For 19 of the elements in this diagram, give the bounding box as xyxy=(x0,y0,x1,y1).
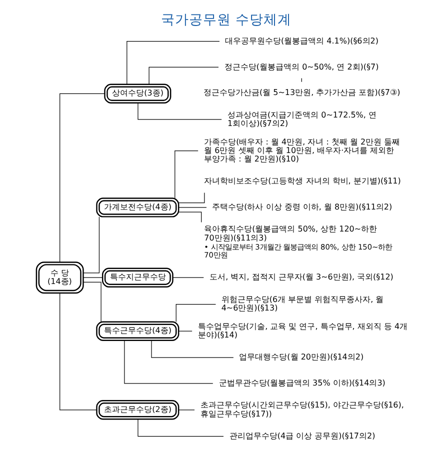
connector xyxy=(82,282,101,322)
connector xyxy=(174,150,198,198)
connector xyxy=(178,212,202,223)
connector xyxy=(59,93,104,262)
connector xyxy=(82,277,102,278)
connector xyxy=(175,304,216,322)
connector xyxy=(59,292,97,410)
connector xyxy=(82,216,100,274)
connector xyxy=(178,207,206,208)
connector xyxy=(150,340,234,358)
connector xyxy=(137,102,222,120)
connector xyxy=(124,340,213,384)
connector xyxy=(178,192,204,204)
connector xyxy=(178,330,192,332)
connector xyxy=(126,41,220,85)
connector xyxy=(148,66,218,85)
connector xyxy=(137,418,224,437)
diagram-title: 국가공무원 수당체계 xyxy=(160,12,291,28)
connector xyxy=(172,277,204,278)
